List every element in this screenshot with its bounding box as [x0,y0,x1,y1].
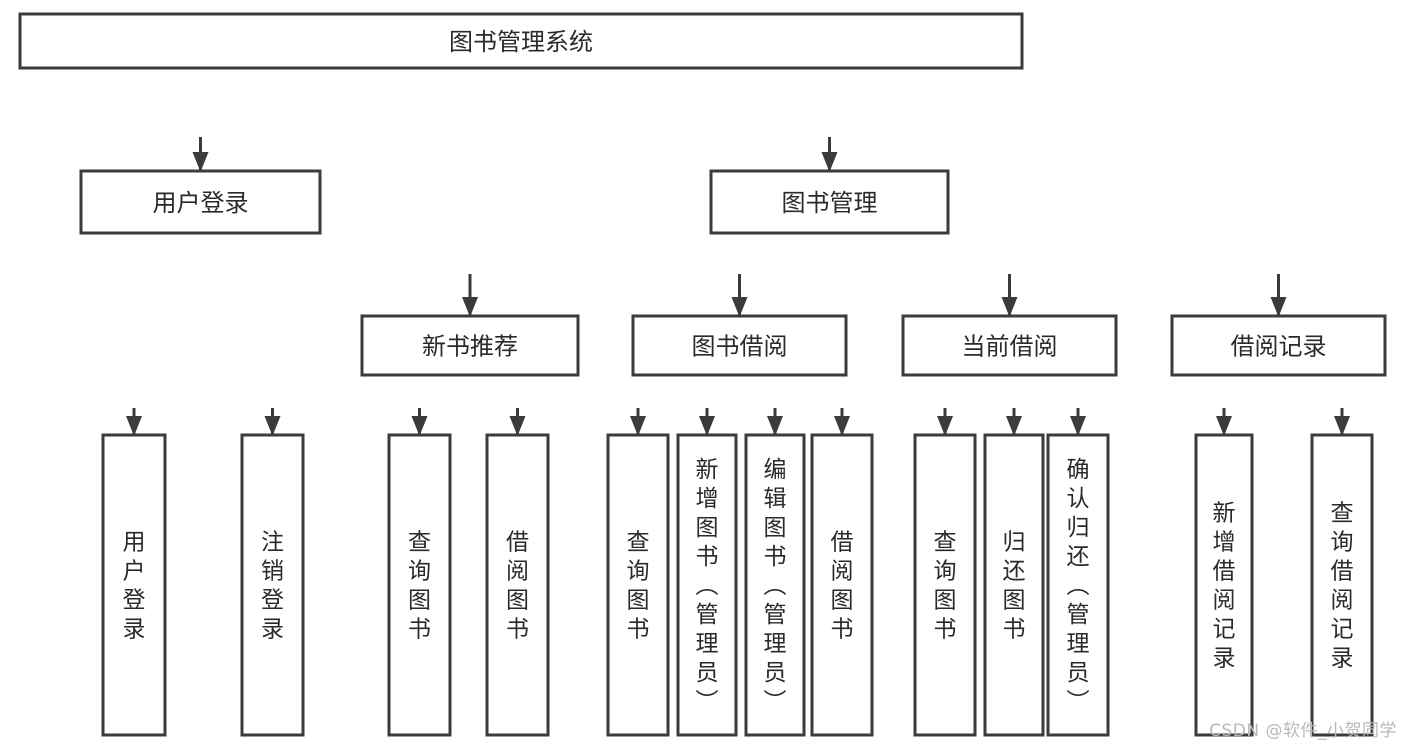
edge-userlogin-arrow-0 [126,416,142,436]
node-leaf-6[interactable]: 编辑图书︵管理员︶ [744,433,806,737]
csdn-watermark: CSDN @软件_小贺同学 [1209,721,1397,741]
edge-l3-3-arrow-1 [1334,416,1350,436]
node-leaf-0-label: 用户登录 [123,530,146,643]
node-leaf-2[interactable]: 查询图书 [387,433,452,737]
node-leaf-5-label: 新增图书︵管理员︶ [696,457,719,715]
edge-l3-3-arrow-0 [1216,416,1232,436]
node-leaf-9-label: 归还图书 [1003,530,1026,643]
edge-bookmgmt-arrow-3 [1270,297,1287,317]
node-leaf-5[interactable]: 新增图书︵管理员︶ [676,433,738,737]
node-level3-3-label: 借阅记录 [1231,333,1327,361]
node-level3-1-box [631,314,848,377]
node-leaf-11-box [1194,433,1254,737]
node-leaf-0-box [101,433,167,737]
node-leaf-4-label: 查询图书 [627,530,650,643]
node-level2-0[interactable]: 用户登录 [79,169,322,235]
node-leaf-8-label: 查询图书 [934,530,957,643]
node-leaf-1-label: 注销登录 [261,530,284,643]
node-layer: 图书管理系统用户登录图书管理新书推荐图书借阅当前借阅借阅记录用户登录注销登录查询… [18,12,1387,737]
node-leaf-3[interactable]: 借阅图书 [485,433,550,737]
node-leaf-5-box [676,433,738,737]
node-leaf-9-box [983,433,1045,737]
edge-l3-1-arrow-3 [834,416,850,436]
node-leaf-7-label: 借阅图书 [831,530,854,643]
edge-l3-2-arrow-0 [937,416,953,436]
edge-bookmgmt-arrow-1 [731,297,748,317]
node-leaf-3-box [485,433,550,737]
node-leaf-2-box [387,433,452,737]
node-leaf-8-box [913,433,977,737]
node-leaf-6-label: 编辑图书︵管理员︶ [764,457,787,715]
edge-bookmgmt-arrow-0 [462,297,478,317]
node-level3-2-box [901,314,1118,377]
node-leaf-7-box [810,433,874,737]
edge-l3-1-arrow-0 [630,416,646,436]
node-level3-0-label: 新书推荐 [422,333,518,361]
node-level3-2[interactable]: 当前借阅 [901,314,1118,377]
edge-root-arrow-0 [192,152,209,172]
edge-l3-2-arrow-1 [1006,416,1022,436]
edge-l3-2-arrow-2 [1070,416,1086,436]
node-leaf-9[interactable]: 归还图书 [983,433,1045,737]
node-level2-0-box [79,169,322,235]
node-leaf-0[interactable]: 用户登录 [101,433,167,737]
node-leaf-3-label: 借阅图书 [506,530,529,643]
node-level2-1[interactable]: 图书管理 [709,169,950,235]
edge-bookmgmt-arrow-2 [1001,297,1018,317]
node-leaf-8[interactable]: 查询图书 [913,433,977,737]
node-root-label: 图书管理系统 [449,28,593,56]
node-leaf-1[interactable]: 注销登录 [240,433,305,737]
node-leaf-4[interactable]: 查询图书 [606,433,670,737]
node-leaf-12[interactable]: 查询借阅记录 [1310,433,1374,737]
node-leaf-11[interactable]: 新增借阅记录 [1194,433,1254,737]
node-root-box [18,12,1024,70]
node-root[interactable]: 图书管理系统 [18,12,1024,70]
node-leaf-10-box [1046,433,1110,737]
node-level3-1-label: 图书借阅 [692,333,788,361]
edge-userlogin-arrow-1 [264,416,281,436]
node-leaf-1-box [240,433,305,737]
node-leaf-10-label: 确认归还︵管理员︶ [1067,457,1090,715]
edge-layer [126,137,1350,436]
node-level3-0-box [360,314,580,377]
node-level3-1[interactable]: 图书借阅 [631,314,848,377]
node-level3-3[interactable]: 借阅记录 [1170,314,1387,377]
node-leaf-7[interactable]: 借阅图书 [810,433,874,737]
edge-l3-1-arrow-1 [699,416,715,436]
edge-l3-0-arrow-1 [509,416,526,436]
edge-root-arrow-1 [821,152,838,172]
edge-l3-0-arrow-0 [411,416,428,436]
node-level3-0[interactable]: 新书推荐 [360,314,580,377]
node-leaf-11-label: 新增借阅记录 [1213,501,1236,672]
node-leaf-6-box [744,433,806,737]
node-leaf-12-label: 查询借阅记录 [1331,501,1354,672]
node-leaf-12-box [1310,433,1374,737]
edge-l3-1-arrow-2 [767,416,783,436]
node-level2-1-label: 图书管理 [782,189,878,217]
node-leaf-4-box [606,433,670,737]
node-level2-0-label: 用户登录 [153,189,249,217]
node-level2-1-box [709,169,950,235]
node-leaf-10[interactable]: 确认归还︵管理员︶ [1046,433,1110,737]
node-level3-3-box [1170,314,1387,377]
node-leaf-2-label: 查询图书 [408,530,431,643]
node-level3-2-label: 当前借阅 [962,333,1058,361]
